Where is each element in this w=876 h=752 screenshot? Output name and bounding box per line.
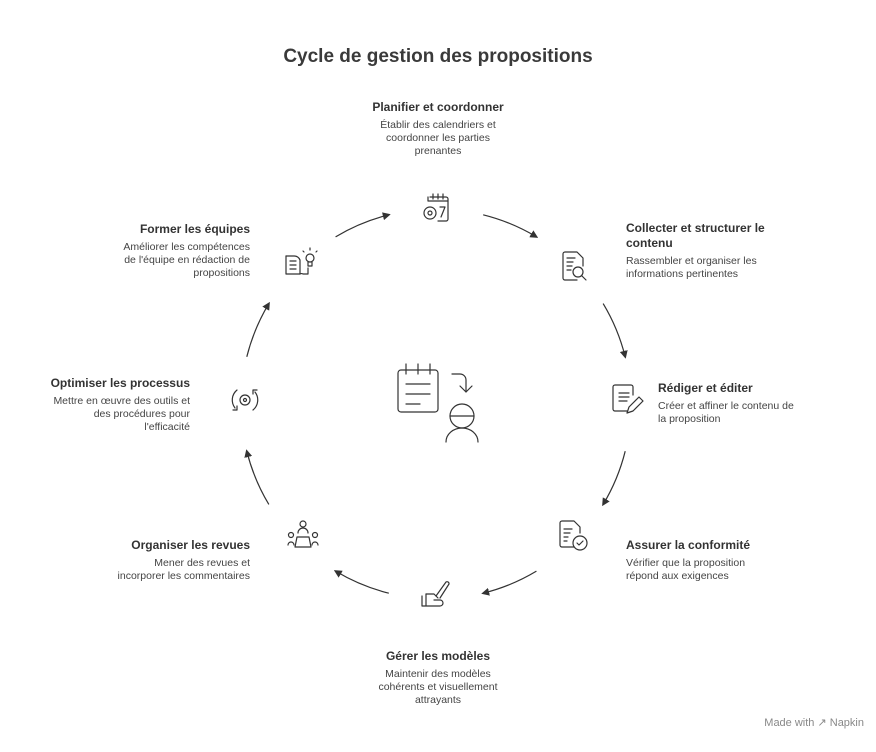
cycle-arrow <box>483 214 539 238</box>
step-former: Former les équipes Améliorer les compéte… <box>70 222 250 280</box>
napkin-watermark: Made with ↗ Napkin <box>764 717 864 729</box>
step-desc: Établir des calendriers et coordonner le… <box>380 119 496 157</box>
step-collecter: Collecter et structurer le contenu Rasse… <box>626 221 776 281</box>
step-title: Gérer les modèles <box>385 649 491 663</box>
cycle-gear-icon <box>231 389 259 411</box>
step-title: Optimiser les processus <box>50 376 190 390</box>
cycle-arrow <box>602 451 626 507</box>
step-assurer: Assurer la conformité Vérifier que la pr… <box>626 538 806 583</box>
cycle-arrow <box>333 570 389 594</box>
step-rediger: Rédiger et éditer Créer et affiner le co… <box>658 381 838 426</box>
step-desc: Améliorer les compétences de l'équipe en… <box>123 241 250 279</box>
step-desc: Mener des revues et incorporer les comme… <box>117 557 250 582</box>
cycle-arrow <box>602 303 628 359</box>
step-desc: Rassembler et organiser les informations… <box>626 255 757 280</box>
step-desc: Maintenir des modèles cohérents et visue… <box>378 668 498 706</box>
meeting-icon <box>287 520 319 548</box>
step-desc: Mettre en œuvre des outils et des procéd… <box>53 395 190 433</box>
document-search-icon <box>562 251 587 281</box>
clipboard-person-icon <box>397 363 479 443</box>
cycle-arrow <box>481 570 537 596</box>
step-title: Assurer la conformité <box>626 538 751 552</box>
step-title: Rédiger et éditer <box>658 381 753 395</box>
cycle-arrow <box>335 212 391 238</box>
step-optimiser: Optimiser les processus Mettre en œuvre … <box>10 376 190 434</box>
step-organiser: Organiser les revues Mener des revues et… <box>70 538 250 583</box>
hand-brush-icon <box>421 581 450 607</box>
step-planifier: Planifier et coordonner Établir des cale… <box>348 100 528 158</box>
step-desc: Vérifier que la proposition répond aux e… <box>626 557 746 582</box>
step-title: Organiser les revues <box>131 538 250 552</box>
step-gerer: Gérer les modèles Maintenir des modèles … <box>348 649 528 707</box>
book-lightbulb-icon <box>285 247 318 275</box>
step-title: Planifier et coordonner <box>372 100 504 114</box>
cycle-arrow <box>244 449 270 505</box>
step-title: Collecter et structurer le contenu <box>626 221 765 250</box>
document-check-icon <box>559 520 588 551</box>
calendar-gear-icon <box>423 193 449 222</box>
step-title: Former les équipes <box>139 222 250 236</box>
document-pencil-icon <box>612 384 644 414</box>
step-desc: Créer et affiner le contenu de la propos… <box>658 400 794 425</box>
diagram-title: Cycle de gestion des propositions <box>283 46 593 67</box>
cycle-arrow <box>246 301 270 357</box>
